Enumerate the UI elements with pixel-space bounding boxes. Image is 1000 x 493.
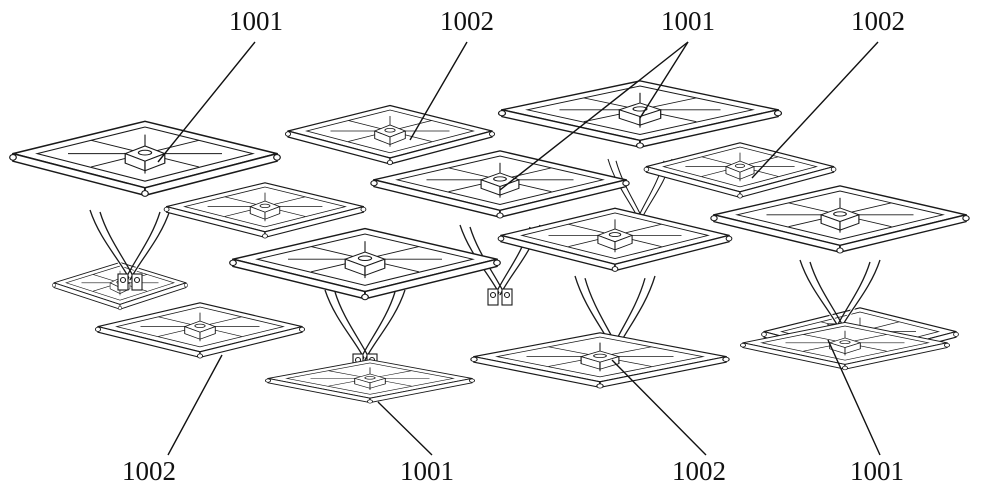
module-front-5 xyxy=(265,360,474,403)
label-top-3: 1001 xyxy=(661,6,715,36)
label-bottom-4: 1001 xyxy=(850,456,904,486)
reference-labels: 1001 1002 1001 1002 1002 1001 1002 1001 xyxy=(122,6,905,486)
label-top-1: 1001 xyxy=(229,6,283,36)
module-front-4 xyxy=(471,333,729,388)
leader-bottom-2 xyxy=(378,402,432,455)
label-bottom-2: 1001 xyxy=(400,456,454,486)
label-top-2: 1002 xyxy=(440,6,494,36)
module-back-5 xyxy=(644,143,836,198)
leader-lines xyxy=(158,42,880,455)
label-top-4: 1002 xyxy=(851,6,905,36)
label-bottom-3: 1002 xyxy=(672,456,726,486)
module-back-2 xyxy=(285,106,494,165)
module-front-2 xyxy=(230,229,501,370)
module-mid-2 xyxy=(164,183,366,238)
leader-bottom-1 xyxy=(168,355,222,455)
label-bottom-1: 1002 xyxy=(122,456,176,486)
module-front-1 xyxy=(95,303,304,358)
